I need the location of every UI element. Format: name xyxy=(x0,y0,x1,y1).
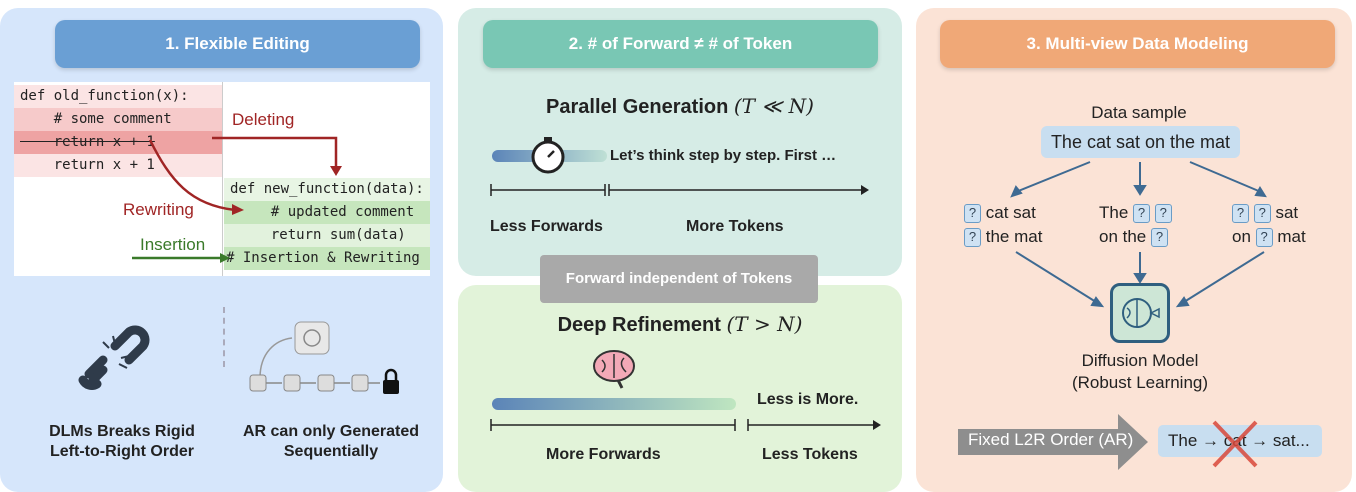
parallel-title: Parallel Generation (T ≪ N) xyxy=(546,94,814,118)
new-code-line: # updated comment xyxy=(224,201,430,224)
rewriting-label: Rewriting xyxy=(123,200,194,219)
deleting-label: Deleting xyxy=(232,110,295,129)
panel2-title: 2. # of Forward ≠ # of Token xyxy=(483,20,878,68)
diffusion-model-icon xyxy=(1110,283,1170,343)
deep-axis xyxy=(490,419,881,431)
fixed-order-label: Fixed L2R Order (AR) xyxy=(968,430,1134,449)
cross-icon xyxy=(1212,420,1258,468)
old-code-line: return x + 1 xyxy=(14,154,222,177)
more-tokens-label: More Tokens xyxy=(686,218,784,235)
new-code-line: def new_function(data): xyxy=(224,178,430,201)
new-code-line: return sum(data) xyxy=(224,224,430,247)
more-forwards-label: More Forwards xyxy=(546,446,661,463)
brain-icon xyxy=(593,350,635,389)
parallel-axis xyxy=(490,184,869,196)
less-tokens-label: Less Tokens xyxy=(762,446,858,463)
broken-chain-icon xyxy=(78,325,150,390)
brain-network-icon xyxy=(1122,298,1160,328)
sequential-chain-icon xyxy=(249,321,399,394)
less-is-more-label: Less is More. xyxy=(757,391,859,408)
panel-deep-refinement xyxy=(458,285,902,492)
fixed-order-arrow xyxy=(958,414,1148,470)
flow-arrows xyxy=(1010,161,1267,308)
old-code-line-deleted: return x + 1 xyxy=(14,131,222,154)
parallel-text: Let’s think step by step. First … xyxy=(610,147,837,164)
panel3-title: 3. Multi-view Data Modeling xyxy=(940,20,1335,68)
view-1: ? cat sat? the mat xyxy=(964,201,1042,249)
diffusion-model-label: Diffusion Model(Robust Learning) xyxy=(1071,351,1209,392)
new-code-line: # Insertion & Rewriting xyxy=(224,247,430,270)
divider xyxy=(222,82,223,276)
edit-arrows xyxy=(132,136,342,263)
stopwatch-icon xyxy=(531,137,565,174)
deep-title: Deep Refinement (T > N) xyxy=(557,312,803,336)
less-forwards-label: Less Forwards xyxy=(490,218,603,235)
old-code-line: # some comment xyxy=(14,108,222,131)
data-sample-sentence: The cat sat on the mat xyxy=(1041,126,1240,158)
panel1-title: 1. Flexible Editing xyxy=(55,20,420,68)
insertion-label: Insertion xyxy=(140,235,206,254)
panel-multi-view xyxy=(916,8,1352,492)
view-2: The ? ?on the ? xyxy=(1099,201,1172,249)
bridge-label: Forward independent of Tokens xyxy=(540,255,818,303)
deep-progress-bar xyxy=(492,398,736,410)
data-sample-label: Data sample xyxy=(1091,103,1187,122)
old-code-line: def old_function(x): xyxy=(14,85,222,108)
